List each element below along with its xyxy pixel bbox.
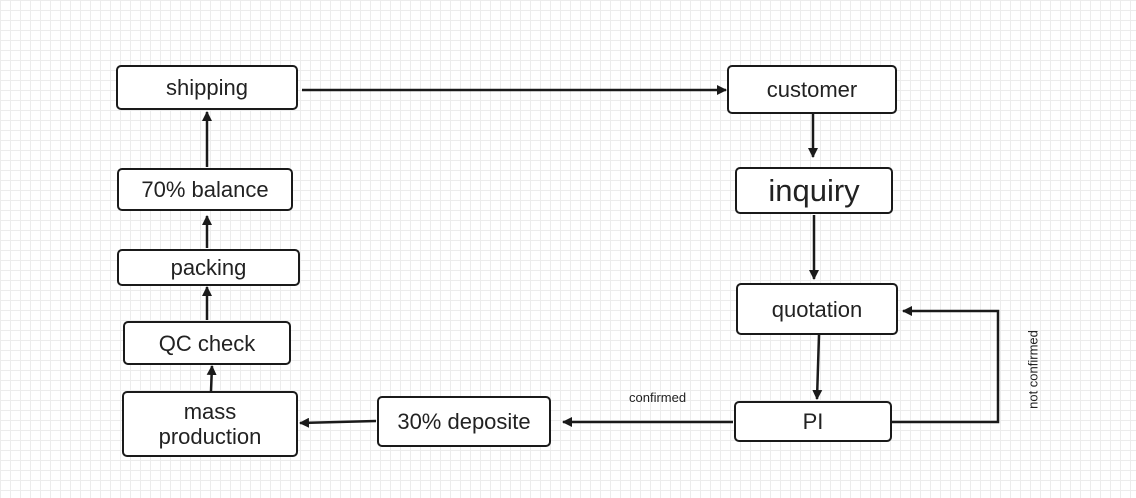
- edge-label-not-confirmed: not confirmed: [1025, 330, 1041, 409]
- node-pi[interactable]: PI: [734, 401, 892, 442]
- node-inquiry[interactable]: inquiry: [735, 167, 893, 214]
- node-quotation[interactable]: quotation: [736, 283, 898, 335]
- node-70-percent-balance[interactable]: 70% balance: [117, 168, 293, 211]
- node-qc-check[interactable]: QC check: [123, 321, 291, 365]
- node-shipping[interactable]: shipping: [116, 65, 298, 110]
- node-30-percent-deposit[interactable]: 30% deposite: [377, 396, 551, 447]
- edge-pi-to-quotation-not-confirmed: [892, 306, 1000, 424]
- edge-quotation-to-pi: [812, 334, 823, 400]
- edge-deposit-to-mass-production: [299, 417, 377, 428]
- edge-label-confirmed: confirmed: [629, 390, 687, 405]
- node-mass-production[interactable]: mass production: [122, 391, 298, 457]
- node-customer[interactable]: customer: [727, 65, 897, 114]
- node-packing[interactable]: packing: [117, 249, 300, 286]
- edge-mass-production-to-qc: [206, 365, 217, 392]
